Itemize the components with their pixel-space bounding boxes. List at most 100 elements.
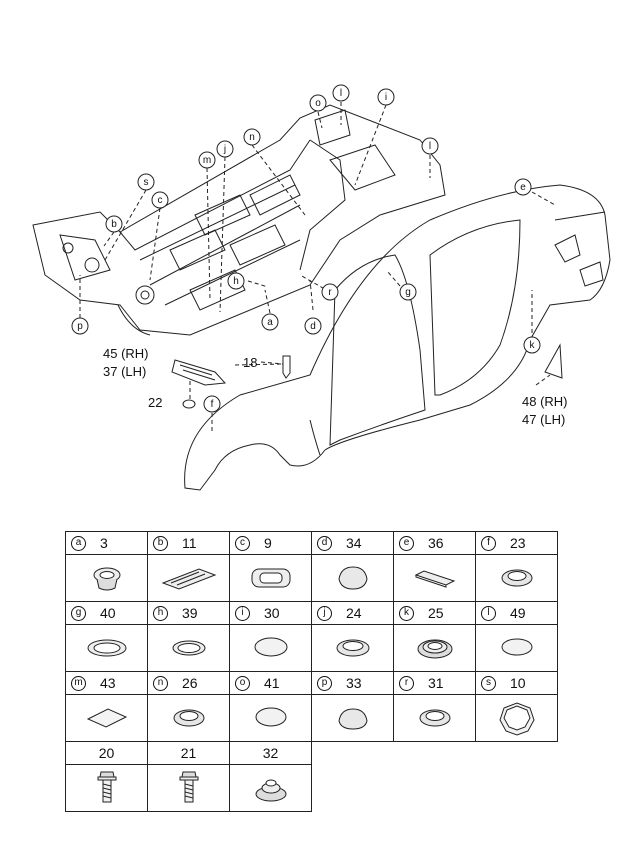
part-letter: c bbox=[235, 535, 250, 551]
part-letter: r bbox=[399, 675, 414, 691]
body-panel-diagram: l o i l n j m s c b p h d r a e g k f 45… bbox=[32, 84, 611, 491]
part-number: 32 bbox=[262, 745, 279, 761]
part-letter: d bbox=[317, 535, 332, 551]
corner-trim-part bbox=[544, 343, 563, 379]
part-number: 9 bbox=[264, 535, 272, 551]
part-letter: g bbox=[71, 605, 86, 621]
callout-e: e bbox=[520, 182, 526, 193]
part-letter: n bbox=[153, 675, 168, 691]
callout-o: o bbox=[315, 98, 321, 109]
part-cell-20: 20 bbox=[66, 742, 147, 764]
disc-plug-icon bbox=[501, 638, 532, 656]
part-number: 31 bbox=[428, 675, 444, 691]
part-cell-k: k 25 bbox=[394, 602, 475, 624]
callout-a: a bbox=[267, 317, 273, 328]
callout-n: n bbox=[249, 132, 255, 143]
part-letter: e bbox=[399, 535, 414, 551]
part-cell-h: h 39 bbox=[148, 602, 229, 624]
part-letter: b bbox=[153, 535, 168, 551]
part-cell-e: e 36 bbox=[394, 532, 475, 554]
part-cell-s: s 10 bbox=[476, 672, 557, 694]
table-row bbox=[65, 764, 558, 812]
callout-r: r bbox=[328, 287, 332, 298]
part-letter: h bbox=[153, 605, 168, 621]
table-row bbox=[65, 694, 558, 742]
reinforcement-bracket bbox=[171, 359, 227, 386]
part-letter: k bbox=[399, 605, 414, 621]
part-number: 25 bbox=[428, 605, 444, 621]
callout-l-top: l bbox=[340, 88, 342, 99]
callout-s: s bbox=[144, 177, 149, 188]
part-number: 41 bbox=[264, 675, 280, 691]
callout-f: f bbox=[211, 399, 214, 410]
disc-plug-icon bbox=[254, 637, 287, 657]
flange-bolt-icon bbox=[179, 771, 198, 803]
part-cell-21: 21 bbox=[148, 742, 229, 764]
double-ring-grommet-icon bbox=[417, 639, 452, 659]
part-cell-g: g 40 bbox=[66, 602, 147, 624]
part-label-37-lh: 37 (LH) bbox=[103, 364, 146, 379]
part-number: 36 bbox=[428, 535, 444, 551]
ring-grommet-icon bbox=[336, 639, 369, 657]
part-letter: f bbox=[481, 535, 496, 551]
ring-grommet-icon bbox=[173, 709, 204, 727]
part-label-22: 22 bbox=[148, 395, 162, 410]
part-letter: p bbox=[317, 675, 332, 691]
part-cell-n: n 26 bbox=[148, 672, 229, 694]
table-row bbox=[65, 554, 558, 602]
callout-i: i bbox=[385, 92, 387, 103]
part-cell-r: r 31 bbox=[394, 672, 475, 694]
tape-sheet-icon bbox=[86, 708, 127, 728]
part-letter: s bbox=[481, 675, 496, 691]
part-number: 40 bbox=[100, 605, 116, 621]
part-number: 3 bbox=[100, 535, 108, 551]
bolt-part bbox=[282, 355, 291, 379]
flat-ring-icon bbox=[172, 640, 205, 656]
part-letter: l bbox=[481, 605, 496, 621]
floor-pan bbox=[32, 104, 446, 336]
pad-strip-icon bbox=[161, 568, 216, 590]
callout-h: h bbox=[233, 276, 239, 287]
body-side bbox=[184, 184, 611, 491]
square-grommet-icon bbox=[251, 568, 290, 588]
part-label-47-lh: 47 (LH) bbox=[522, 412, 565, 427]
part-number: 10 bbox=[510, 675, 526, 691]
table-row bbox=[65, 624, 558, 672]
part-cell-d: d 34 bbox=[312, 532, 393, 554]
part-number: 20 bbox=[98, 745, 115, 761]
part-letter: i bbox=[235, 605, 250, 621]
part-letter: j bbox=[317, 605, 332, 621]
part-label-45-rh: 45 (RH) bbox=[103, 346, 149, 361]
callout-g: g bbox=[405, 287, 411, 298]
callout-d: d bbox=[310, 321, 316, 332]
bar-pad-icon bbox=[414, 570, 455, 588]
part-number: 30 bbox=[264, 605, 280, 621]
part-number: 26 bbox=[182, 675, 198, 691]
ring-grommet-icon bbox=[501, 569, 532, 587]
part-cell-i: i 30 bbox=[230, 602, 311, 624]
callout-c: c bbox=[158, 195, 163, 206]
part-number: 23 bbox=[510, 535, 526, 551]
callout-k: k bbox=[530, 340, 536, 351]
part-number: 21 bbox=[180, 745, 197, 761]
callout-j: j bbox=[223, 144, 226, 155]
part-number: 34 bbox=[346, 535, 362, 551]
callout-b: b bbox=[111, 219, 117, 230]
large-seal-icon bbox=[498, 702, 535, 736]
part-number: 43 bbox=[100, 675, 116, 691]
table-row: 20 21 32 bbox=[65, 741, 558, 765]
oval-plug-icon bbox=[337, 708, 368, 730]
round-plug-icon bbox=[93, 567, 120, 591]
flat-ring-icon bbox=[87, 639, 126, 657]
flange-bolt-icon bbox=[97, 771, 116, 803]
part-number: 33 bbox=[346, 675, 362, 691]
part-number: 39 bbox=[182, 605, 198, 621]
